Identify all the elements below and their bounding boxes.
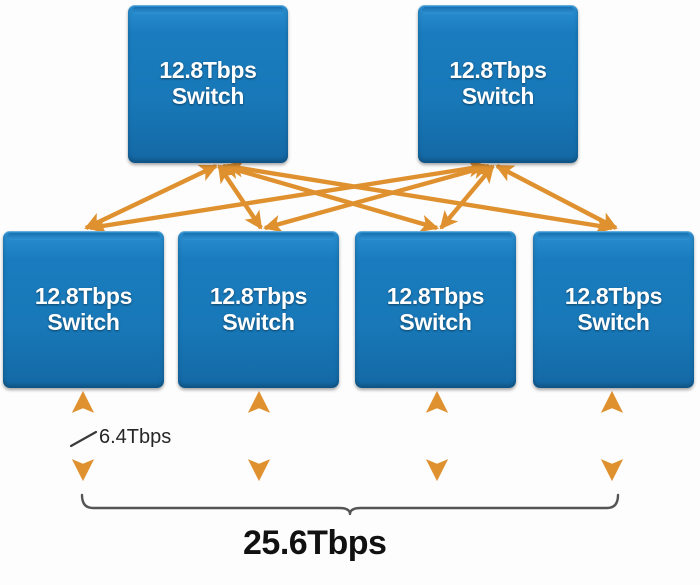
switch-label: 12.8Tbps Switch — [449, 57, 547, 109]
mesh-link-spine-1-to-leaf-2 — [217, 164, 263, 230]
mesh-link-spine-2-to-leaf-3 — [439, 164, 495, 230]
leaf-switch-2[interactable]: 12.8Tbps Switch — [178, 231, 339, 388]
mesh-link-spine-2-to-leaf-2 — [263, 161, 491, 233]
mesh-links-group — [84, 159, 618, 235]
leaf-switch-4[interactable]: 12.8Tbps Switch — [533, 231, 694, 388]
downlink-rate-label: 6.4Tbps — [99, 426, 172, 448]
switch-label: 12.8Tbps Switch — [386, 282, 485, 335]
mesh-link-spine-2-to-leaf-4 — [495, 164, 618, 230]
mesh-link-spine-1-to-leaf-4 — [225, 159, 614, 235]
leaf-switch-1[interactable]: 12.8Tbps Switch — [3, 231, 164, 388]
switch-label: 12.8Tbps Switch — [34, 282, 133, 335]
mesh-link-spine-1-to-leaf-3 — [221, 161, 439, 233]
aggregate-bracket — [80, 493, 620, 516]
mesh-link-spine-1-to-leaf-1 — [84, 164, 218, 230]
leaf-switch-3[interactable]: 12.8Tbps Switch — [355, 231, 516, 388]
switch-label: 12.8Tbps Switch — [209, 282, 308, 335]
spine-switch-2[interactable]: 12.8Tbps Switch — [418, 5, 578, 163]
switch-label: 12.8Tbps Switch — [159, 57, 257, 109]
leader-line — [69, 430, 98, 448]
spine-switch-1[interactable]: 12.8Tbps Switch — [128, 5, 288, 163]
aggregate-rate-label: 25.6Tbps — [243, 524, 387, 562]
mesh-link-spine-2-to-leaf-1 — [88, 159, 487, 235]
switch-label: 12.8Tbps Switch — [564, 282, 663, 335]
